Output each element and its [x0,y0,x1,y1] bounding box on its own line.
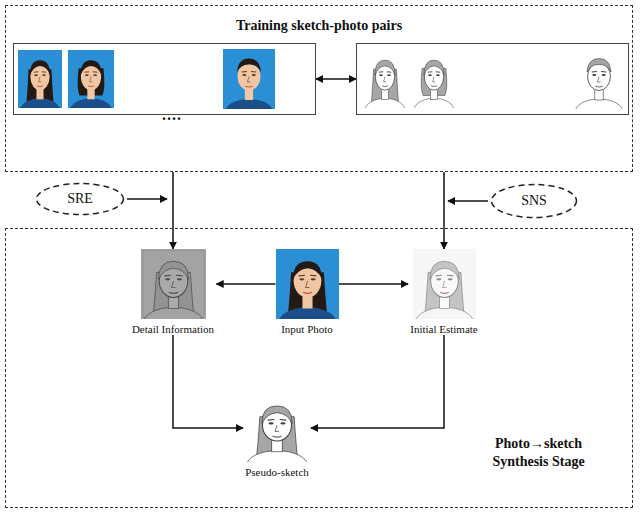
face-sketch [573,49,625,109]
flow-arrow [173,335,243,428]
method-ellipse: SNS [490,183,578,219]
photo-panel: .... [13,43,316,115]
leader-arrow [127,198,167,200]
synthesis-region: Photo→sketch Synthesis Stage Detail Infor… [5,228,633,508]
image-node: Detail Information [130,249,217,335]
image-node: Initial Estimate [408,249,480,335]
face-image [413,249,476,319]
face-image [141,249,206,319]
node-text: Detail Information [130,323,217,335]
method-ellipse: SRE [35,182,125,216]
node-text: Input Photo [276,323,339,335]
flow-arrow [172,172,174,249]
node-text: Pseudo-sketch [243,466,311,478]
sketch-panel: .... [356,43,629,115]
face-photo [18,50,62,108]
flow-arrow [339,283,409,285]
face-image [244,394,310,462]
flow-arrow [217,283,276,285]
flow-arrow [443,172,445,249]
node-text: Training sketch-photo pairs [6,18,632,34]
face-sketch [363,50,407,108]
training-region: Training sketch-photo pairs........ [5,5,633,172]
flow-arrow [311,335,444,428]
face-image [276,249,339,319]
image-node: Input Photo [276,249,339,335]
node-text: Initial Estimate [408,323,480,335]
face-photo [68,50,114,108]
image-node: Pseudo-sketch [243,394,311,478]
leader-arrow [448,200,488,202]
face-photo [223,49,275,109]
node-text: SRE [67,191,93,207]
node-text: .... [142,106,202,124]
face-sketch [412,50,456,108]
node-text: Photo→sketch Synthesis Stage [476,435,601,471]
node-text: SNS [521,193,547,209]
flow-arrow [316,78,356,80]
